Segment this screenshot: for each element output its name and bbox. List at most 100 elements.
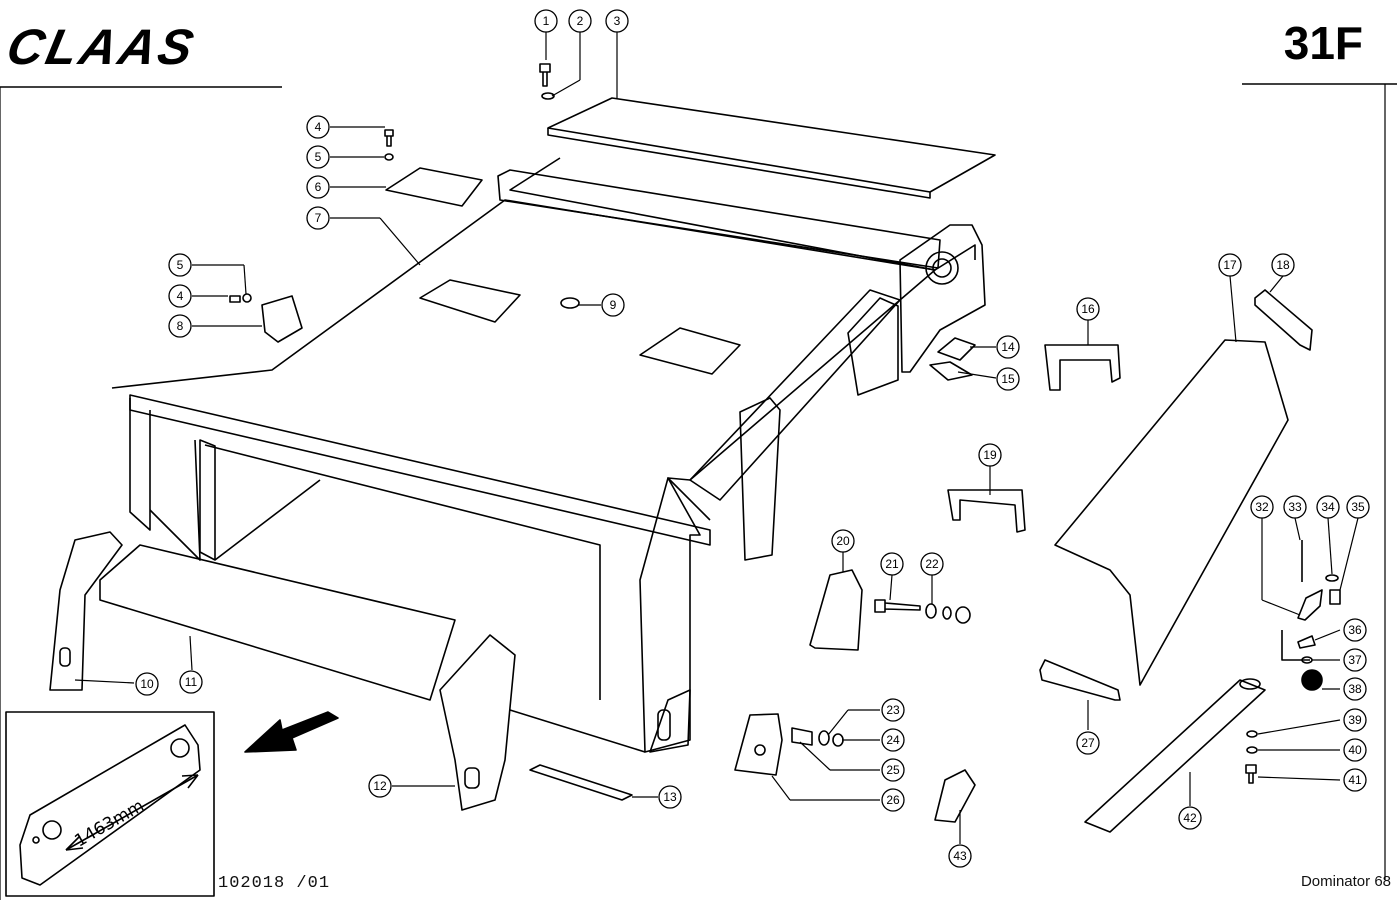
washer-23 [818,730,830,746]
rear-beam [497,169,941,269]
svg-text:41: 41 [1348,773,1362,787]
bolt-4 [384,129,394,147]
callout-16: 16 [1076,297,1100,321]
rail-13 [529,764,633,801]
callout-22: 22 [920,552,944,576]
svg-text:11: 11 [185,675,198,689]
callout-42: 42 [1178,806,1202,830]
callout-9: 9 [601,293,625,317]
svg-text:39: 39 [1348,713,1362,727]
callout-35: 35 [1346,495,1370,519]
svg-text:37: 37 [1348,653,1362,667]
inset-box [5,711,215,897]
svg-text:21: 21 [885,557,899,571]
washer-5b [242,293,252,303]
page-code: 31F [1283,17,1363,69]
dim-arrow-right [181,774,199,789]
callout-2: 2 [568,9,592,33]
leader-lines [74,32,1359,844]
svg-text:24: 24 [886,733,900,747]
washer-5 [384,153,394,161]
callout-12: 12 [368,774,392,798]
rear-upright-plate [847,297,899,396]
bracket-43 [934,769,976,823]
dim-arrow-left [65,835,84,851]
svg-text:12: 12 [373,779,387,793]
bracket-19 [947,489,1026,533]
callout-23: 23 [881,698,905,722]
plug-38 [1301,669,1323,691]
svg-text:32: 32 [1255,500,1269,514]
washer-39 [1246,730,1258,738]
washer-24 [832,733,844,747]
tube-42 [1084,679,1266,833]
block-20 [809,569,863,651]
mid-upright [739,397,781,561]
svg-text:2: 2 [577,14,584,28]
bolt-25 [791,727,813,746]
callout-21: 21 [880,552,904,576]
svg-text:35: 35 [1351,500,1365,514]
callout-3: 3 [605,9,629,33]
frame-side-slope [689,289,901,501]
svg-text:1: 1 [543,14,550,28]
svg-text:27: 27 [1081,736,1095,750]
part-32 [1297,589,1323,621]
bolt-1 [539,63,551,87]
callout-41: 41 [1343,768,1367,792]
callout-8: 8 [168,314,192,338]
callout-17: 17 [1218,253,1242,277]
right-support-12 [439,634,516,811]
rear-end-casting [899,224,986,373]
inset-dimension-label: 1463mm [71,796,147,852]
svg-text:20: 20 [836,534,850,548]
callout-33: 33 [1283,495,1307,519]
svg-text:17: 17 [1223,258,1237,272]
callout-32: 32 [1250,495,1274,519]
svg-text:7: 7 [315,211,322,225]
part-36 [1297,635,1316,649]
top-opening-2 [639,327,741,375]
svg-text:16: 16 [1081,302,1095,316]
cover-17 [1054,339,1289,686]
callout-20: 20 [831,529,855,553]
plug-9 [560,297,580,309]
strap-27 [1039,659,1121,701]
bracket-16 [1044,344,1121,391]
left-support-10 [49,531,123,691]
svg-text:19: 19 [983,448,997,462]
plate-26 [734,713,783,776]
svg-text:23: 23 [886,703,900,717]
callout-19: 19 [978,443,1002,467]
callout-39: 39 [1343,708,1367,732]
callout-37: 37 [1343,648,1367,672]
callout-43: 43 [948,844,972,868]
svg-text:13: 13 [663,790,677,804]
model-name: Dominator 68 [1300,873,1391,890]
svg-text:40: 40 [1348,743,1362,757]
svg-text:4: 4 [177,289,184,303]
svg-text:9: 9 [610,298,617,312]
callout-26: 26 [881,788,905,812]
bolt-21 [874,599,921,613]
bolt-4b [229,295,241,303]
front-plate-11 [99,544,456,701]
callout-4: 4 [306,115,330,139]
inset-hole-1 [42,820,62,840]
svg-text:42: 42 [1183,811,1197,825]
callout-1: 1 [534,9,558,33]
callout-34: 34 [1316,495,1340,519]
drawing-number: 102018 /01 [218,874,331,893]
callout-5b: 5 [168,253,192,277]
strap-18 [1254,289,1313,351]
callout-36: 36 [1343,618,1367,642]
svg-text:5: 5 [177,258,184,272]
bolt-41 [1245,764,1257,784]
direction-arrow [244,711,339,753]
washer-40 [1246,746,1258,754]
svg-text:18: 18 [1276,258,1290,272]
inset-plate [19,724,201,886]
nut-35 [1329,589,1341,605]
